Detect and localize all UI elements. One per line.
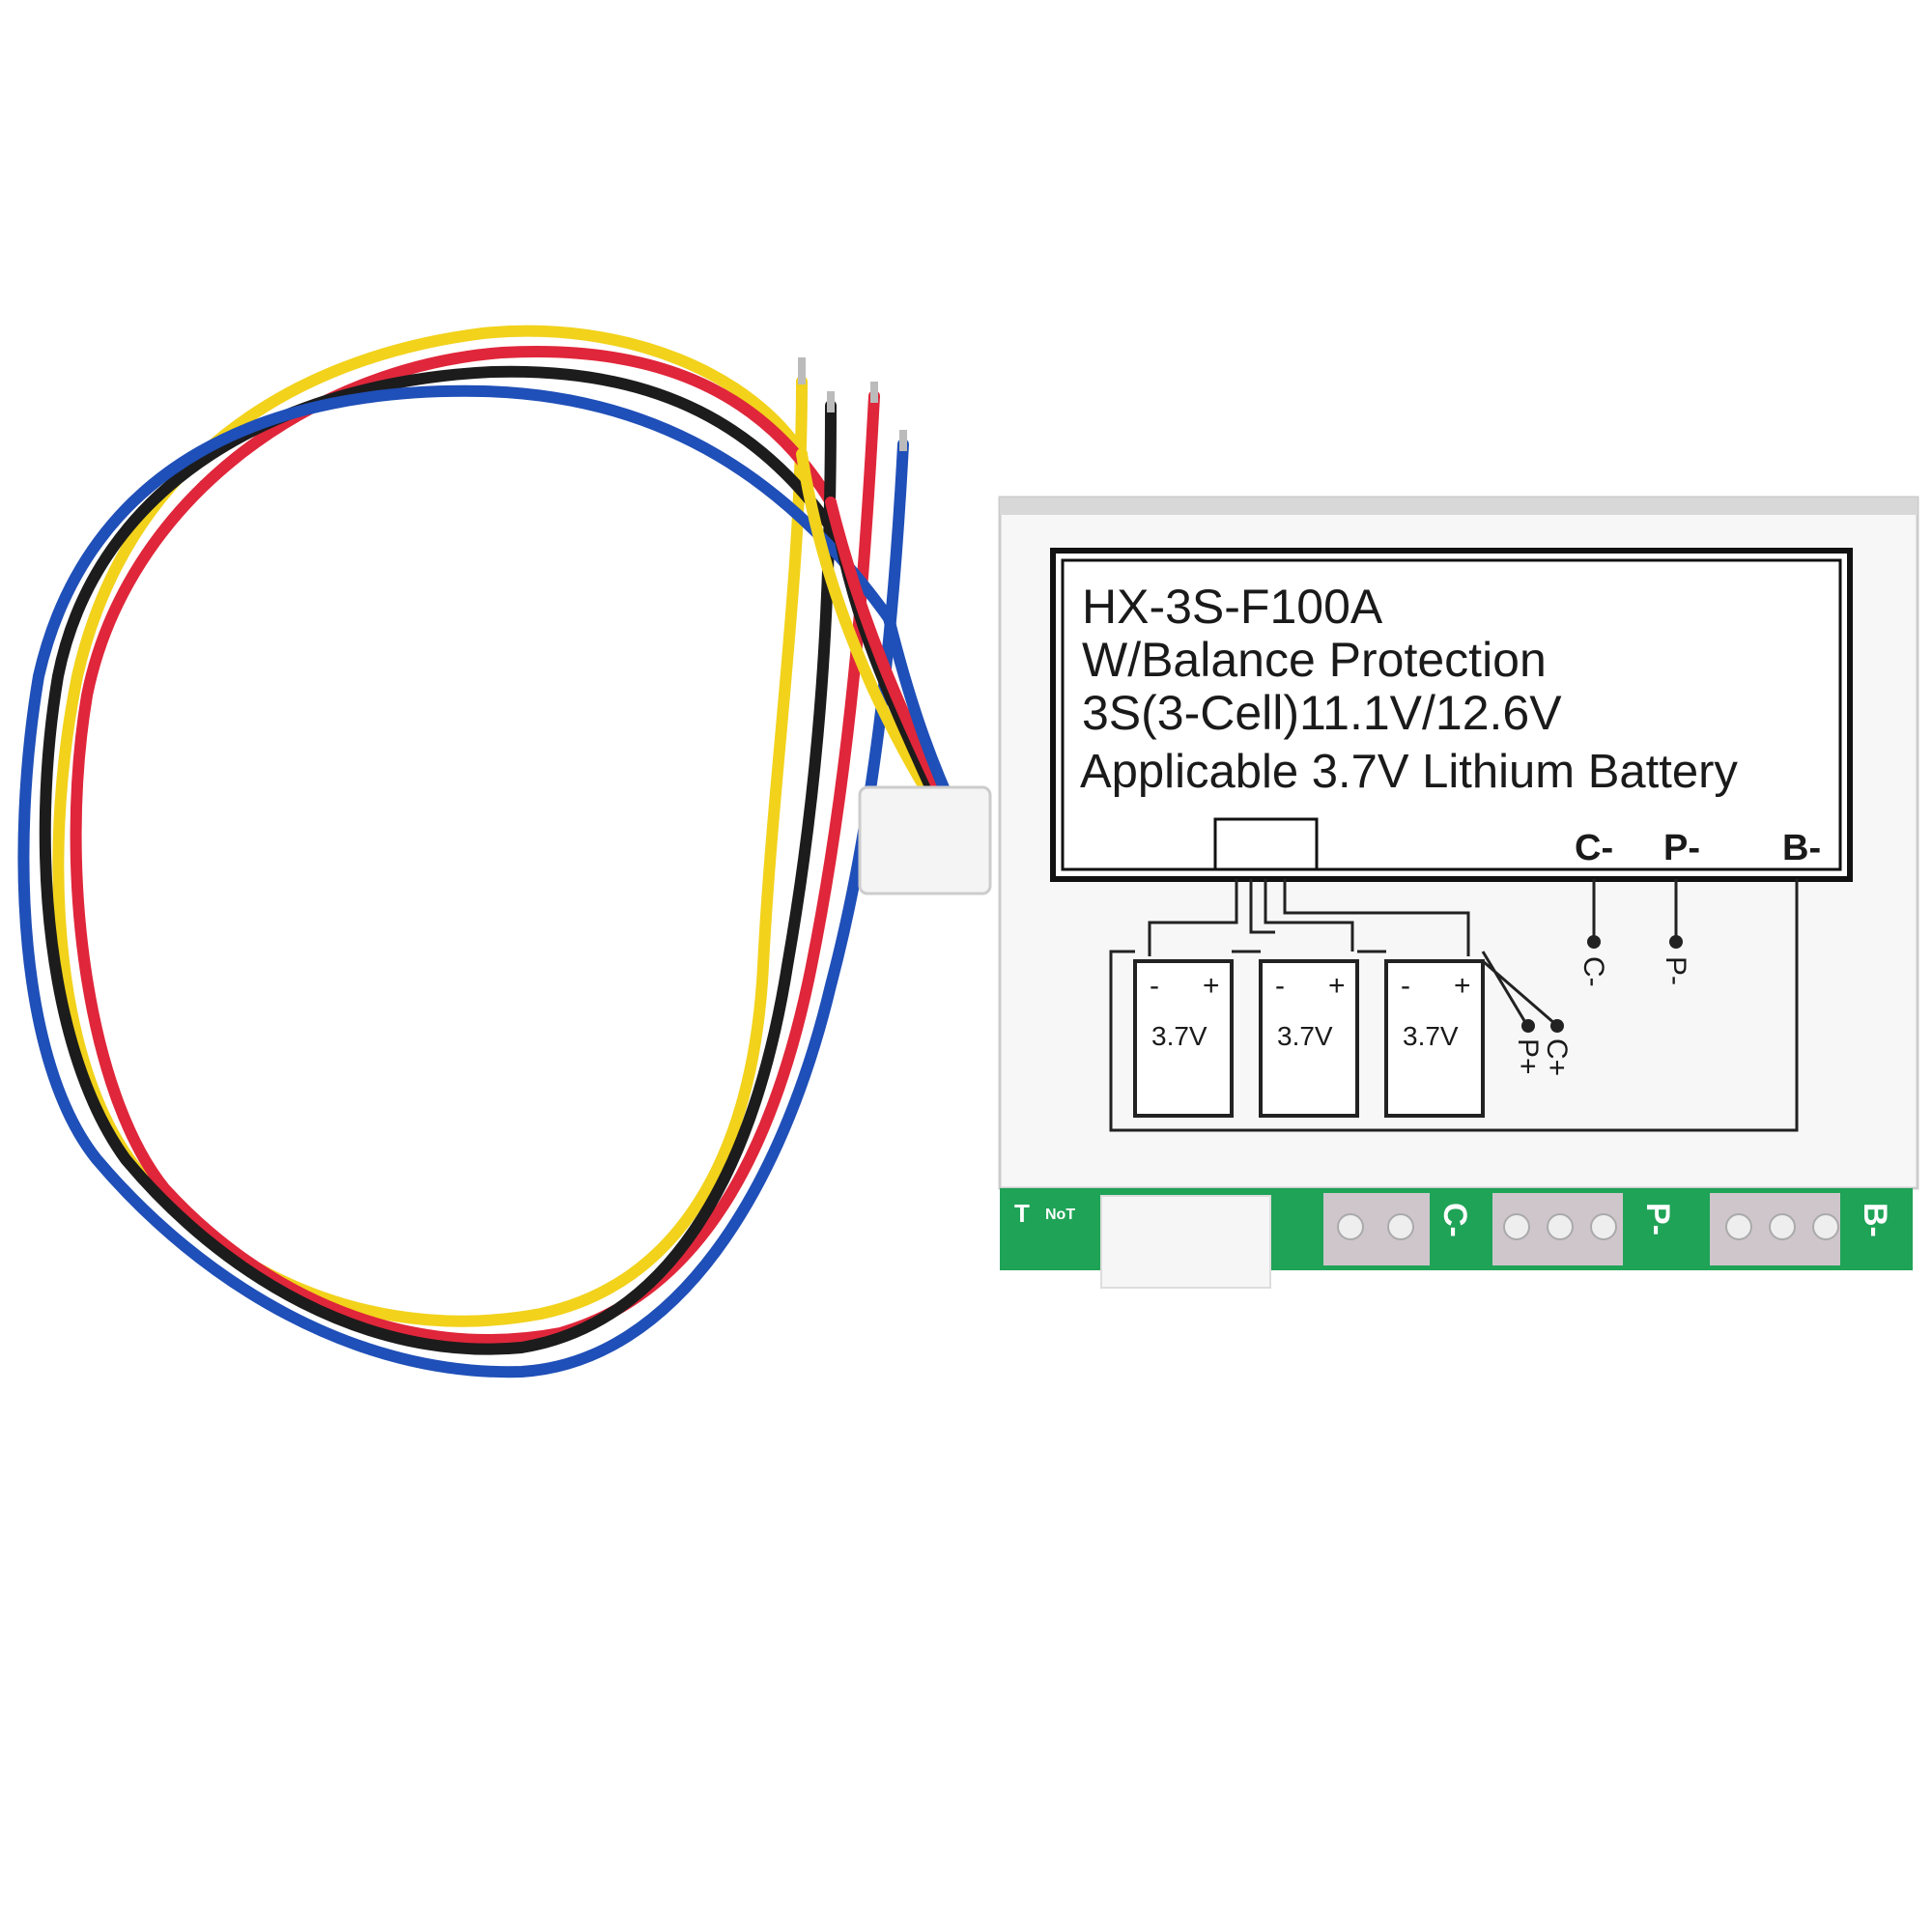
model-name: HX-3S-F100A xyxy=(1082,580,1383,634)
schematic-cells: - + 3.7V - + 3.7V - + 3.7V xyxy=(1133,959,1485,1118)
balance-connector-socket xyxy=(1100,1195,1271,1289)
black-wire xyxy=(39,365,846,1355)
pcb-mark-b: B- xyxy=(1857,1203,1893,1237)
svg-text:3.7V: 3.7V xyxy=(1277,1021,1333,1051)
label-spec: 3S(3-Cell)11.1V/12.6V xyxy=(1082,686,1562,740)
svg-text:3.7V: 3.7V xyxy=(1151,1021,1208,1051)
wire-harness xyxy=(17,325,962,1378)
pcb-mark-c: C- xyxy=(1436,1203,1473,1237)
label-applicable: Applicable 3.7V Lithium Battery xyxy=(1080,746,1738,798)
svg-text:-: - xyxy=(1275,970,1285,1002)
terminal-b-minus: B- xyxy=(1782,828,1821,868)
pcb-mark-t: T xyxy=(1014,1199,1030,1228)
label-feature: W/Balance Protection xyxy=(1082,633,1547,687)
schematic-c-minus: C- xyxy=(1577,956,1609,987)
terminal-c-minus: C- xyxy=(1575,828,1613,868)
svg-text:+: + xyxy=(1454,970,1471,1002)
svg-text:-: - xyxy=(1401,970,1410,1002)
terminal-p-minus: P- xyxy=(1663,828,1700,868)
wire-tips xyxy=(798,357,907,451)
red-wire xyxy=(70,346,880,1346)
cell-3: - + 3.7V xyxy=(1384,959,1485,1118)
pcb-mark-ntc: NoT xyxy=(1045,1207,1075,1223)
cell-2: - + 3.7V xyxy=(1259,959,1359,1118)
balance-connector-plug xyxy=(858,785,992,895)
svg-text:3.7V: 3.7V xyxy=(1403,1021,1459,1051)
cell-1: - + 3.7V xyxy=(1133,959,1234,1118)
pcb-mark-p: P- xyxy=(1639,1203,1676,1236)
svg-text:+: + xyxy=(1328,970,1346,1002)
schematic-lines xyxy=(1109,879,1799,1132)
svg-text:-: - xyxy=(1150,970,1159,1002)
schematic-p-plus: P+ xyxy=(1512,1038,1544,1075)
schematic-c-plus: C+ xyxy=(1541,1038,1573,1076)
schematic-p-minus: P- xyxy=(1660,956,1691,985)
blue-wire xyxy=(17,384,909,1378)
label-frame xyxy=(1050,548,1853,882)
svg-text:+: + xyxy=(1203,970,1220,1002)
